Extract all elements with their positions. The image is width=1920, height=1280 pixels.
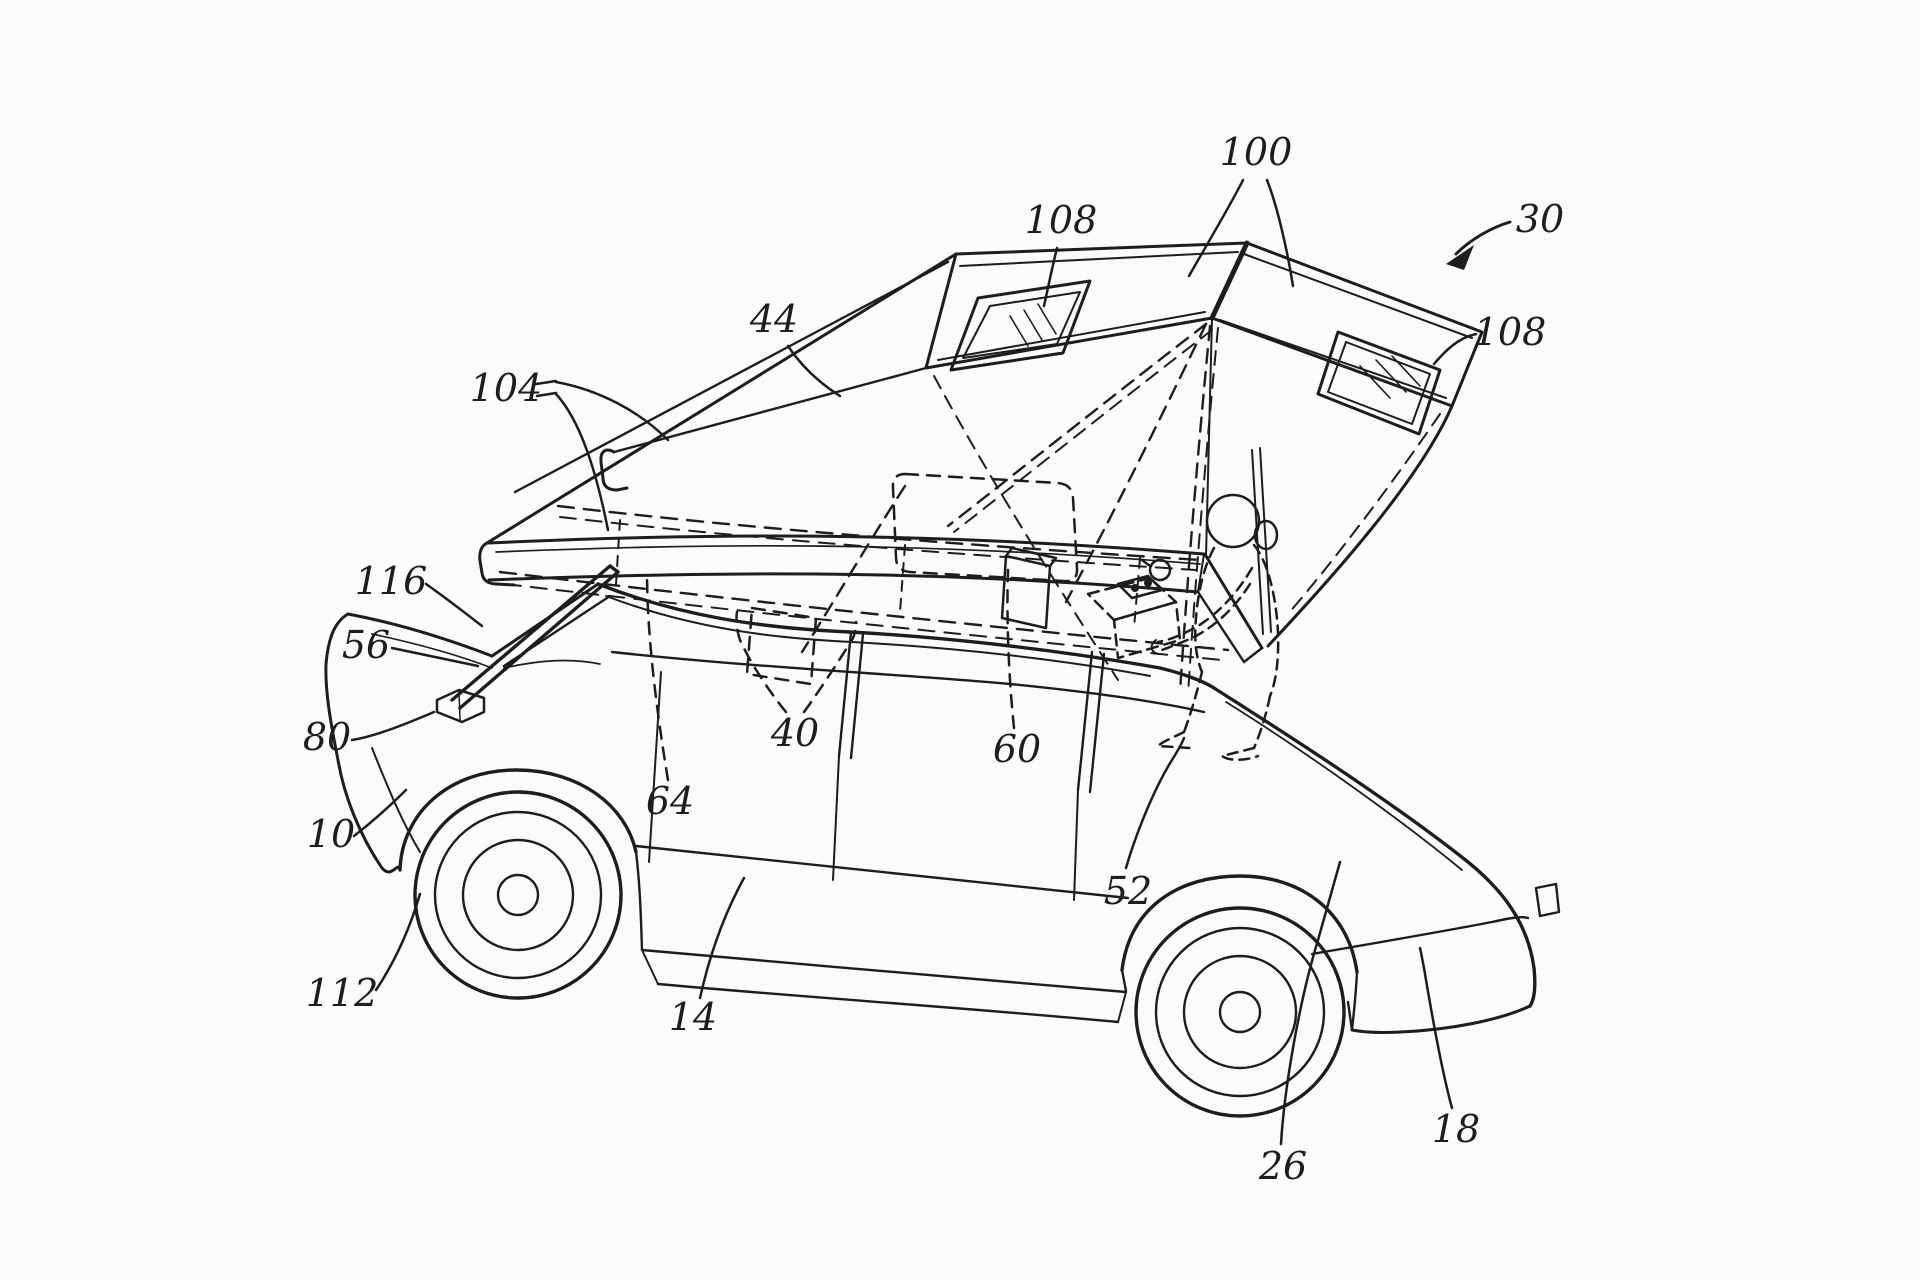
seat-cushion [1000, 546, 1058, 630]
ref-label-10: 10 [307, 812, 355, 856]
vehicle-body [324, 582, 1561, 1034]
ref-label-116: 116 [355, 559, 428, 603]
leader-64 [645, 570, 670, 782]
ref-label-14: 14 [669, 995, 717, 1039]
hood-mount-bracket [435, 688, 486, 724]
ref-label-30: 30 [1516, 197, 1564, 241]
ref-label-44: 44 [749, 297, 798, 341]
ref-label-26: 26 [1258, 1144, 1307, 1188]
leader-52 [1124, 736, 1186, 870]
ref-label-40: 40 [770, 711, 819, 755]
tent-interior-structure [933, 322, 1219, 695]
rear-handle-tab [1534, 882, 1561, 918]
leader-112 [374, 892, 422, 992]
ref-label-100: 100 [1220, 130, 1293, 174]
ref-label-108-right: 108 [1474, 310, 1547, 354]
leader-100-left [1187, 178, 1245, 278]
leader-80 [350, 710, 436, 742]
interior-bed [745, 472, 1079, 686]
leader-40-right [802, 620, 858, 714]
leader-60 [1006, 568, 1016, 730]
leader-100-right [1265, 178, 1295, 288]
ref-label-108-left: 108 [1025, 198, 1098, 242]
reference-labels: 30 100 108 108 44 104 116 56 80 10 112 1… [303, 130, 1564, 1188]
leader-14 [698, 876, 746, 1000]
leader-116 [424, 582, 484, 628]
ref-label-56: 56 [342, 623, 390, 667]
leader-104-b [554, 392, 610, 532]
leader-lines [350, 178, 1478, 1146]
ref-label-64: 64 [646, 779, 694, 823]
tent-platform [478, 534, 1206, 594]
skylight-window-left [949, 279, 1092, 372]
front-wheel [398, 768, 638, 1000]
leader-108-left [1042, 246, 1059, 308]
camp-stove [1086, 558, 1182, 660]
skylight-window-right [1316, 330, 1442, 436]
leader-10 [352, 788, 408, 838]
leader-104-ticks [534, 379, 558, 398]
tent-right-wall [1196, 404, 1454, 664]
leader-108-right [1432, 332, 1478, 366]
ref-label-52: 52 [1104, 869, 1152, 913]
leader-44 [786, 344, 842, 398]
ref-label-112: 112 [306, 971, 379, 1015]
hidden-roof-rails [498, 484, 1230, 661]
arrowhead [1446, 245, 1474, 270]
ref-label-60: 60 [993, 727, 1041, 771]
ref-label-104: 104 [470, 366, 543, 410]
leader-18 [1418, 946, 1454, 1110]
person-figure [1150, 493, 1280, 761]
ref-label-80: 80 [303, 715, 351, 759]
leader-56 [390, 646, 480, 668]
leader-40-left [735, 610, 788, 714]
rear-wheel [1120, 874, 1359, 1118]
ref-label-18: 18 [1432, 1107, 1480, 1151]
leader-104-a [554, 380, 670, 442]
direction-arrow-30 [1446, 220, 1512, 270]
leader-26 [1279, 860, 1342, 1146]
